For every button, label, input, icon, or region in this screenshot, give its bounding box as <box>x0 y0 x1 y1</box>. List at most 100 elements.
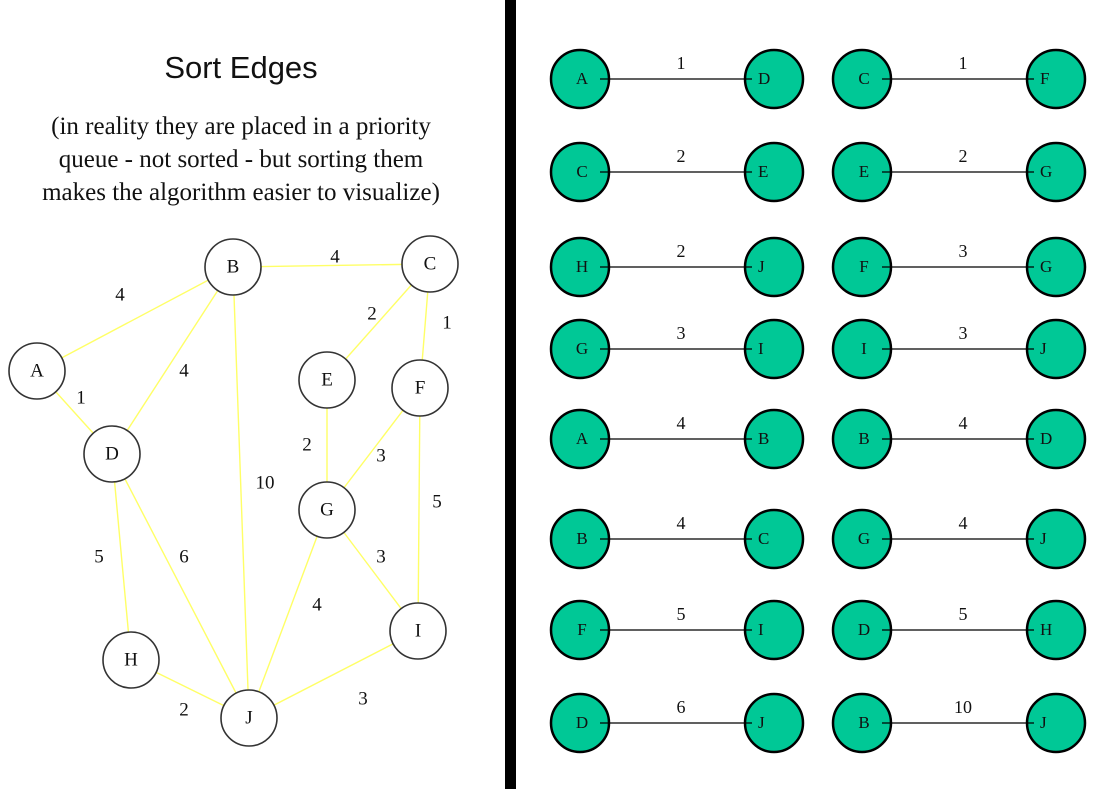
edge-weight-F-I: 5 <box>432 491 442 512</box>
node-G <box>298 481 356 539</box>
edge-weight-I-J: 3 <box>358 688 368 709</box>
node-label-H: H <box>124 649 138 670</box>
edge-weight-D-J: 6 <box>179 546 189 567</box>
sorted-weight: 1 <box>677 53 686 73</box>
sorted-node-right <box>743 318 805 380</box>
sorted-to-label: J <box>1040 713 1047 732</box>
node-C <box>401 235 459 293</box>
node-A <box>8 342 66 400</box>
sorted-to-label: D <box>1040 429 1052 448</box>
edge-weight-G-J: 4 <box>312 594 322 615</box>
edge-weight-B-C: 4 <box>330 246 340 267</box>
edge-D-J <box>111 453 250 719</box>
sorted-weight: 3 <box>677 323 686 343</box>
sorted-node-right <box>743 692 805 754</box>
node-label-C: C <box>424 253 437 274</box>
edge-A-B <box>36 266 234 372</box>
sorted-weight: 4 <box>677 413 686 433</box>
node-label-F: F <box>415 377 426 398</box>
node-F <box>391 359 449 417</box>
sorted-from-label: C <box>576 162 587 181</box>
node-label-B: B <box>227 256 240 277</box>
sorted-weight: 5 <box>959 604 968 624</box>
edge-B-D <box>111 266 234 455</box>
sorted-to-label: G <box>1040 257 1052 276</box>
node-B <box>204 238 262 296</box>
edge-B-C <box>232 263 431 268</box>
sorted-to-label: J <box>1040 339 1047 358</box>
edge-weight-E-G: 2 <box>302 434 312 455</box>
sorted-node-right <box>1025 408 1087 470</box>
sorted-node-right <box>1025 508 1087 570</box>
sorted-from-label: H <box>576 257 588 276</box>
graph-panel: Sort Edges (in reality they are placed i… <box>0 0 505 789</box>
sorted-node-right <box>1025 236 1087 298</box>
sorted-edge-F-I: F I 5 <box>549 599 805 661</box>
node-label-I: I <box>415 620 421 641</box>
edge-weight-B-J: 10 <box>256 472 275 493</box>
sorted-weight: 2 <box>677 146 686 166</box>
page-title: Sort Edges <box>164 50 318 85</box>
sorted-to-label: J <box>758 257 765 276</box>
sorted-node-right <box>1025 692 1087 754</box>
panel-divider <box>505 0 516 789</box>
sorted-to-label: F <box>1040 69 1049 88</box>
sorted-from-label: G <box>576 339 588 358</box>
sorted-from-label: C <box>858 69 869 88</box>
sorted-from-label: F <box>577 620 586 639</box>
sorted-edge-A-B: A B 4 <box>549 408 805 470</box>
note-line-3: makes the algorithm easier to visualize) <box>42 179 440 206</box>
sorted-node-right <box>743 236 805 298</box>
node-H <box>102 631 160 689</box>
edge-weight-H-J: 2 <box>179 699 189 720</box>
sorted-to-label: G <box>1040 162 1052 181</box>
sorted-node-right <box>1025 318 1087 380</box>
note-line-2: queue - not sorted - but sorting them <box>58 146 424 173</box>
sorted-weight: 4 <box>677 513 686 533</box>
edge-weight-C-E: 2 <box>367 303 377 324</box>
sorted-weight: 6 <box>677 697 686 717</box>
note-line-1: (in reality they are placed in a priorit… <box>51 113 431 140</box>
edge-F-I <box>417 387 421 632</box>
sorted-to-label: I <box>758 620 764 639</box>
node-label-A: A <box>30 360 44 381</box>
sorted-to-label: B <box>758 429 769 448</box>
edge-weight-B-D: 4 <box>179 360 189 381</box>
sorted-to-label: I <box>758 339 764 358</box>
node-E <box>298 351 356 409</box>
sorted-from-label: G <box>858 529 870 548</box>
sorted-node-right <box>743 599 805 661</box>
sorted-node-right <box>743 141 805 203</box>
edge-weight-A-D: 1 <box>76 387 86 408</box>
sorted-weight: 1 <box>959 53 968 73</box>
sorted-to-label: J <box>758 713 765 732</box>
sorted-edge-G-I: G I 3 <box>549 318 805 380</box>
sorted-node-right <box>743 408 805 470</box>
sorted-weight: 3 <box>959 323 968 343</box>
sorted-weight: 3 <box>959 241 968 261</box>
sorted-from-label: D <box>858 620 870 639</box>
edge-B-J <box>232 266 250 719</box>
sorted-from-label: B <box>576 529 587 548</box>
node-label-J: J <box>245 707 252 728</box>
sorted-weight: 5 <box>677 604 686 624</box>
sorted-weight: 2 <box>959 146 968 166</box>
sorted-weight: 4 <box>959 413 968 433</box>
edge-weight-D-H: 5 <box>94 546 104 567</box>
edge-D-H <box>111 453 132 661</box>
edge-weight-F-G: 3 <box>376 445 386 466</box>
sorted-weight: 4 <box>959 513 968 533</box>
sorted-from-label: A <box>576 69 589 88</box>
sorted-from-label: A <box>576 429 589 448</box>
